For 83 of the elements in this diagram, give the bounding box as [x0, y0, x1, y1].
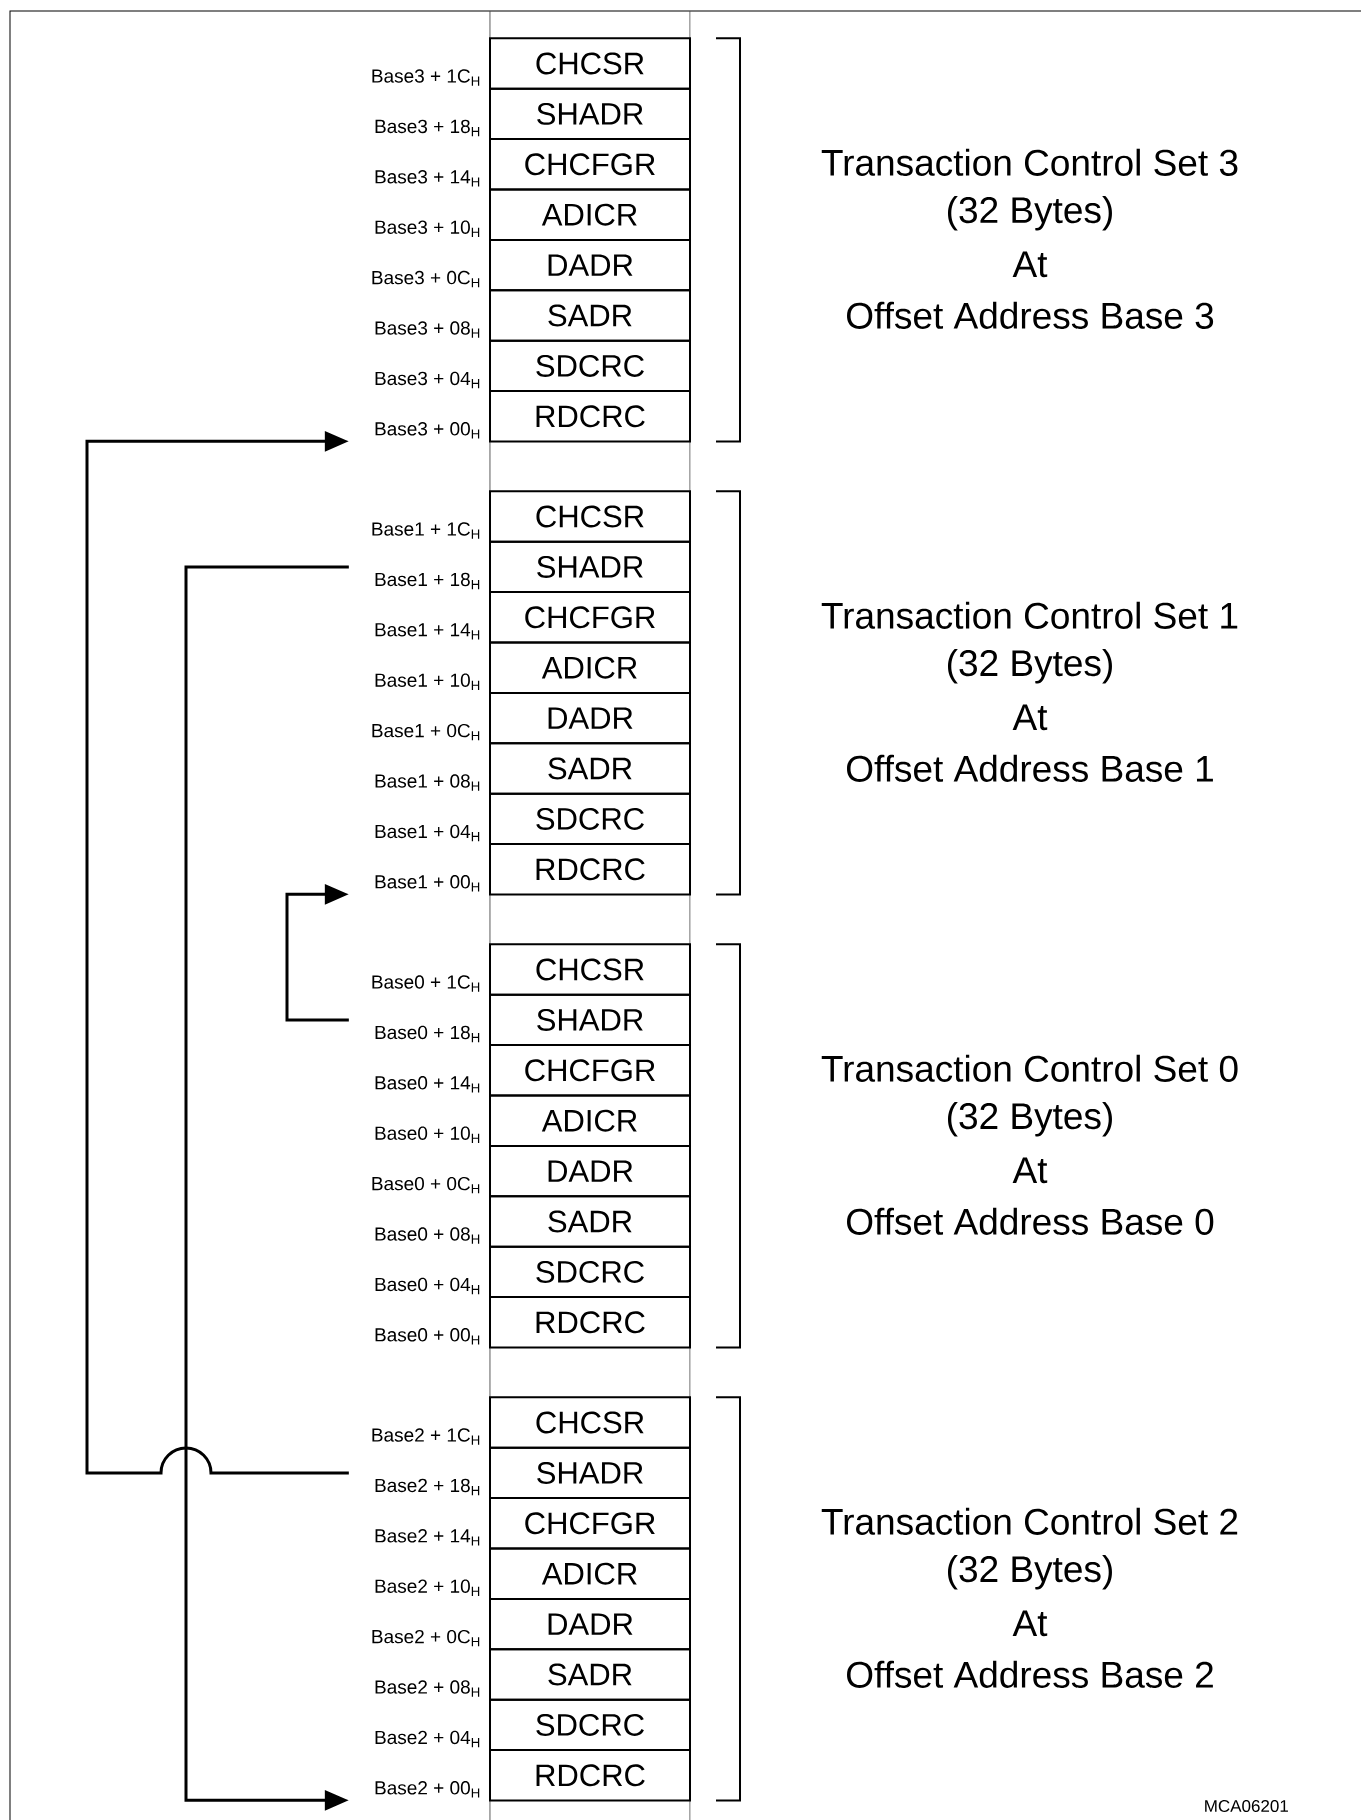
register-box: SADR	[489, 742, 691, 795]
description-text: At	[1012, 251, 1048, 278]
address-label: Base0 + 0C$_{H}$	[372, 1176, 480, 1194]
register-box: ADICR	[489, 1094, 691, 1147]
address-label: Base2 + 00$_{H}$	[375, 1781, 480, 1798]
register-box: SADR	[489, 289, 691, 342]
register-box: SHADR	[489, 540, 691, 594]
address-label: Base1 + 0C$_{H}$	[372, 723, 480, 741]
address-label: Base2 + 08$_{H}$	[375, 1680, 480, 1697]
description-text: (32 Bytes)	[948, 1102, 1112, 1137]
register-box: DADR	[489, 1597, 691, 1651]
address-label: Base0 + 1C$_{H}$	[372, 975, 480, 992]
register-box: DADR	[489, 691, 691, 745]
register-box: SADR	[489, 1195, 691, 1248]
address-label: Base1 + 04$_{H}$	[375, 824, 480, 842]
register-box: CHCSR	[489, 1396, 691, 1449]
description-text: Transaction Control Set 2	[821, 1507, 1238, 1535]
description-text: Transaction Control Set 0	[821, 1054, 1238, 1082]
description-text: At	[1012, 1157, 1048, 1184]
address-label: Base1 + 1C$_{H}$	[372, 522, 480, 539]
address-label: Base0 + 10$_{H}$	[375, 1126, 480, 1143]
description-text: Offset Address Base 1	[847, 754, 1213, 782]
register-box: SDCRC	[489, 1698, 691, 1752]
register-box: SDCRC	[489, 792, 691, 846]
address-label: Base3 + 08$_{H}$	[375, 321, 480, 338]
address-label: Base3 + 0C$_{H}$	[372, 270, 480, 288]
address-label: Base0 + 18$_{H}$	[375, 1025, 480, 1043]
address-label: Base2 + 0C$_{H}$	[372, 1629, 480, 1647]
register-box: CHCFGR	[489, 591, 691, 644]
register-box: CHCFGR	[489, 1497, 691, 1550]
register-box: ADICR	[489, 641, 691, 694]
description-text: At	[1012, 1610, 1048, 1637]
register-box: CHCFGR	[489, 1044, 691, 1097]
address-label: Base2 + 18$_{H}$	[375, 1478, 480, 1496]
register-box: ADICR	[489, 1547, 691, 1600]
register-box: CHCSR	[489, 943, 691, 996]
address-label: Base1 + 00$_{H}$	[375, 875, 480, 892]
arrow	[85, 430, 349, 1475]
address-label: Base0 + 00$_{H}$	[375, 1328, 480, 1345]
address-label: Base1 + 14$_{H}$	[375, 623, 480, 640]
register-box: SDCRC	[489, 339, 691, 393]
register-box: RDCRC	[489, 1749, 691, 1802]
address-label: Base2 + 04$_{H}$	[375, 1730, 480, 1748]
description-text: (32 Bytes)	[948, 196, 1112, 231]
address-label: Base1 + 08$_{H}$	[375, 774, 480, 791]
register-box: SHADR	[489, 993, 691, 1047]
address-label: Base0 + 08$_{H}$	[375, 1227, 480, 1244]
register-box: CHCSR	[489, 490, 691, 543]
address-label: Base0 + 04$_{H}$	[375, 1277, 480, 1295]
address-label: Base3 + 04$_{H}$	[375, 371, 480, 389]
description-text: (32 Bytes)	[948, 1555, 1112, 1590]
arrow	[285, 883, 349, 1022]
description-text: Offset Address Base 0	[847, 1207, 1214, 1235]
address-label: Base3 + 18$_{H}$	[375, 119, 480, 137]
address-label: Base0 + 14$_{H}$	[375, 1076, 480, 1093]
description-text: Offset Address Base 2	[847, 1660, 1213, 1688]
register-box: ADICR	[489, 188, 691, 241]
register-box: SADR	[489, 1648, 691, 1701]
address-label: Base2 + 14$_{H}$	[375, 1529, 480, 1546]
address-label: Base3 + 00$_{H}$	[375, 422, 480, 439]
register-box: CHCFGR	[489, 138, 691, 191]
description-text: Offset Address Base 3	[847, 301, 1214, 329]
address-label: Base1 + 18$_{H}$	[375, 572, 480, 590]
register-box: DADR	[489, 1144, 691, 1198]
address-label: Base2 + 1C$_{H}$	[372, 1428, 480, 1445]
description-text: Transaction Control Set 3	[821, 148, 1238, 176]
register-box: DADR	[489, 238, 691, 292]
address-label: Base1 + 10$_{H}$	[375, 673, 480, 690]
address-label: Base3 + 1C$_{H}$	[372, 69, 480, 86]
register-box: SHADR	[489, 87, 691, 141]
register-box: CHCSR	[489, 37, 691, 90]
address-label: Base3 + 10$_{H}$	[375, 220, 480, 237]
address-label: Base2 + 10$_{H}$	[375, 1579, 480, 1596]
description-text: Transaction Control Set 1	[821, 601, 1238, 629]
address-label: Base3 + 14$_{H}$	[375, 170, 480, 187]
register-box: RDCRC	[489, 390, 691, 443]
figure-id: MCA06201	[1205, 1800, 1288, 1813]
description-text: (32 Bytes)	[948, 649, 1112, 684]
register-box: RDCRC	[489, 1296, 691, 1349]
register-box: SHADR	[489, 1446, 691, 1500]
description-text: At	[1012, 704, 1048, 731]
register-box: SDCRC	[489, 1245, 691, 1299]
register-box: RDCRC	[489, 843, 691, 896]
